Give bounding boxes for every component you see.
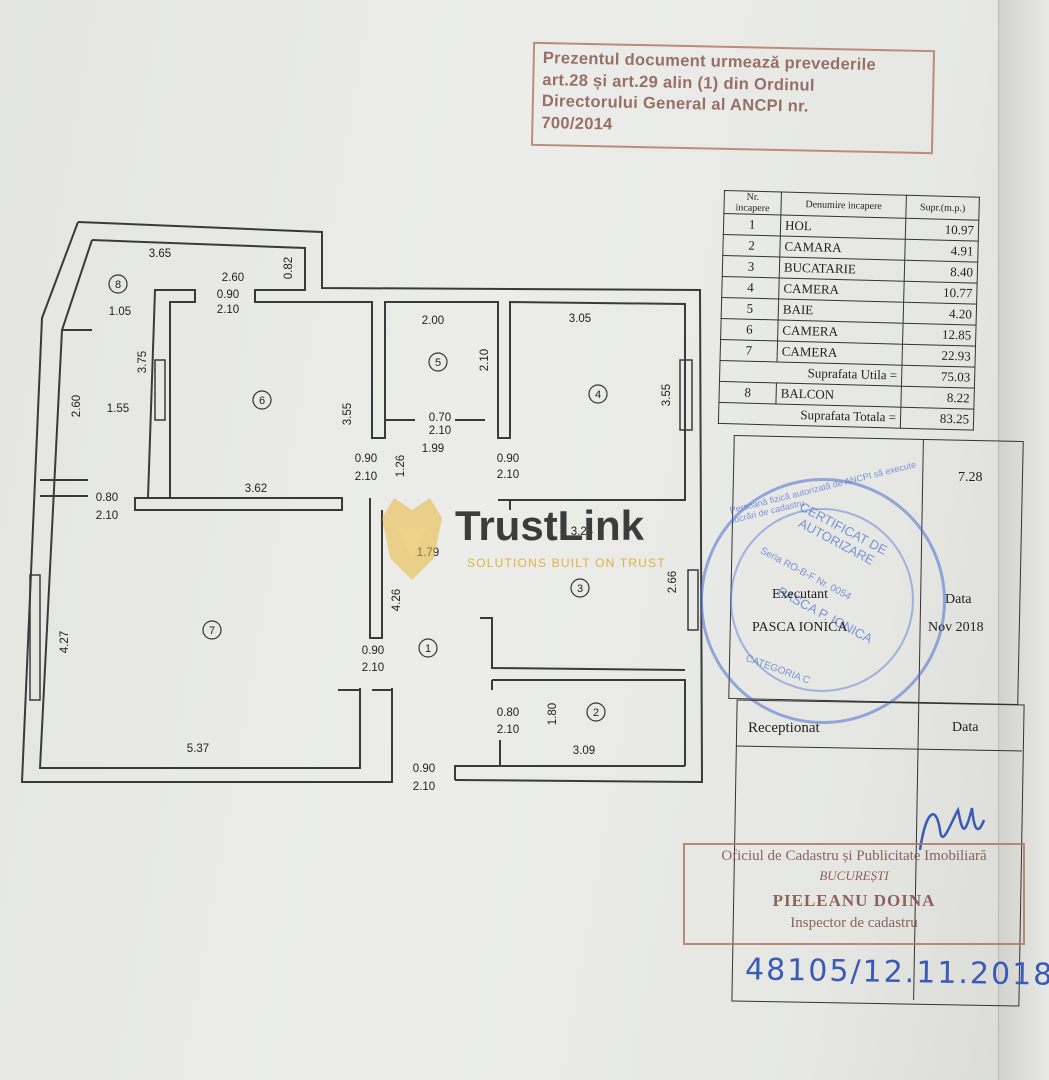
- office-line-1: Oficiul de Cadastru și Publicitate Imobi…: [721, 848, 987, 864]
- office-line-2: BUCUREȘTI: [819, 868, 889, 883]
- executant-label: Executant: [772, 587, 828, 602]
- dim: 2.10: [355, 471, 377, 483]
- cell-area: 22.93: [901, 344, 976, 368]
- dim: 0.90: [413, 763, 435, 775]
- dim: 0.80: [96, 492, 118, 504]
- header-area: Supr.(m.p.): [905, 195, 980, 221]
- room-num-2: 2: [593, 707, 599, 719]
- authorization-stamp-inner: [730, 508, 914, 692]
- dim: 2.66: [667, 571, 679, 593]
- cell-area: 10.77: [903, 281, 978, 305]
- receptionat-date-label: Data: [952, 720, 979, 735]
- dim: 2.10: [96, 510, 118, 522]
- cell-nr: 4: [721, 276, 780, 299]
- dim: 5.37: [187, 743, 209, 755]
- dim: 1.80: [547, 703, 559, 725]
- handwritten-registration: 48105/12.11.2018: [744, 952, 1049, 993]
- dim: 0.90: [497, 453, 519, 465]
- dim: 2.10: [497, 469, 519, 481]
- cell-area: 8.40: [904, 260, 978, 284]
- dim: 2.10: [429, 425, 451, 437]
- dim: 3.75: [137, 351, 149, 373]
- header-name: Denumire incapere: [780, 192, 907, 219]
- room-marker-2: [586, 702, 606, 722]
- cell-nr: 7: [720, 339, 778, 362]
- dim: 2.10: [362, 662, 384, 674]
- room-marker-8: [108, 274, 128, 294]
- rooms-table: Nr. incapere Denumire incapere Supr.(m.p…: [718, 190, 980, 431]
- dim: 0.90: [362, 645, 384, 657]
- office-line-4: Inspector de cadastru: [790, 915, 918, 931]
- dim: 2.00: [422, 315, 444, 327]
- dim: 3.55: [661, 384, 673, 406]
- dim: 4.27: [59, 631, 71, 653]
- cell-area: 10.97: [905, 218, 979, 242]
- dim: 2.60: [222, 272, 244, 284]
- dim: 3.55: [342, 403, 354, 425]
- room-num-7: 7: [209, 625, 215, 637]
- cell-nr: 6: [720, 318, 779, 341]
- dim: 0.90: [355, 453, 377, 465]
- room-marker-1: [418, 638, 438, 658]
- floor-plan: 1 2 3 4 5 6 7 8 3.65 2.60 0.82 1.05 0.90…: [20, 221, 704, 793]
- dim: 3.09: [573, 745, 595, 757]
- dim: 0.80: [497, 707, 519, 719]
- room-num-6: 6: [259, 395, 265, 407]
- room-num-1: 1: [425, 643, 431, 655]
- cell-area: 12.85: [902, 323, 977, 347]
- cell-area: 4.91: [904, 239, 979, 263]
- dim: 3.62: [245, 483, 267, 495]
- room-num-4: 4: [595, 389, 601, 401]
- dim: 1.99: [422, 443, 444, 455]
- cadastre-office-stamp: Oficiul de Cadastru și Publicitate Imobi…: [683, 843, 1025, 945]
- header-nr: Nr. incapere: [723, 190, 782, 215]
- room-marker-6: [252, 390, 272, 410]
- room-marker-4: [588, 384, 608, 404]
- total-area-label: Suprafata Totala =: [718, 402, 901, 429]
- dim: 2.10: [479, 349, 491, 371]
- room-num-3: 3: [577, 583, 583, 595]
- total-area-value: 83.25: [900, 407, 974, 431]
- date-label: Data: [945, 592, 972, 607]
- dim: 0.82: [283, 257, 295, 279]
- cell-area: 4.20: [903, 302, 977, 326]
- authorization-stamp: [700, 478, 946, 724]
- area-value-728: 7.28: [958, 470, 983, 485]
- dim: 0.70: [429, 412, 451, 424]
- cell-nr: 2: [722, 234, 781, 257]
- useful-area-value: 75.03: [901, 365, 975, 389]
- trustlink-logo-icon: [382, 498, 442, 580]
- dim: 0.90: [217, 289, 239, 301]
- room-num-5: 5: [435, 357, 441, 369]
- dim: 1.55: [107, 403, 129, 415]
- dim: 3.05: [569, 313, 591, 325]
- dim: 1.26: [395, 455, 407, 477]
- watermark-name: TrustLink: [455, 502, 645, 549]
- cell-nr: 5: [721, 297, 779, 320]
- receptionat-label: Receptionat: [748, 720, 820, 736]
- dim: 2.10: [217, 304, 239, 316]
- date-value: Nov 2018: [928, 620, 984, 635]
- room-marker-3: [570, 578, 590, 598]
- cell-nr: 8: [718, 381, 777, 404]
- cell-nr: 1: [723, 213, 781, 236]
- dim: 4.26: [391, 589, 403, 611]
- dim: 3.24: [571, 526, 594, 538]
- cell-nr: 3: [722, 255, 780, 278]
- cell-area: 8.22: [900, 386, 975, 410]
- watermark-tagline: SOLUTIONS BUILT ON TRUST: [467, 556, 666, 570]
- dim: 3.65: [149, 248, 171, 260]
- dim: 2.10: [497, 724, 519, 736]
- dim: 2.60: [71, 395, 83, 417]
- dim: 2.10: [413, 781, 435, 793]
- room-num-8: 8: [115, 279, 121, 291]
- room-marker-7: [202, 620, 222, 640]
- office-line-3: PIELEANU DOINA: [772, 891, 936, 910]
- handwritten-signature: [918, 806, 986, 851]
- room-marker-5: [428, 352, 448, 372]
- dim: 1.05: [109, 306, 131, 318]
- executant-name: PASCA IONICA: [752, 620, 848, 635]
